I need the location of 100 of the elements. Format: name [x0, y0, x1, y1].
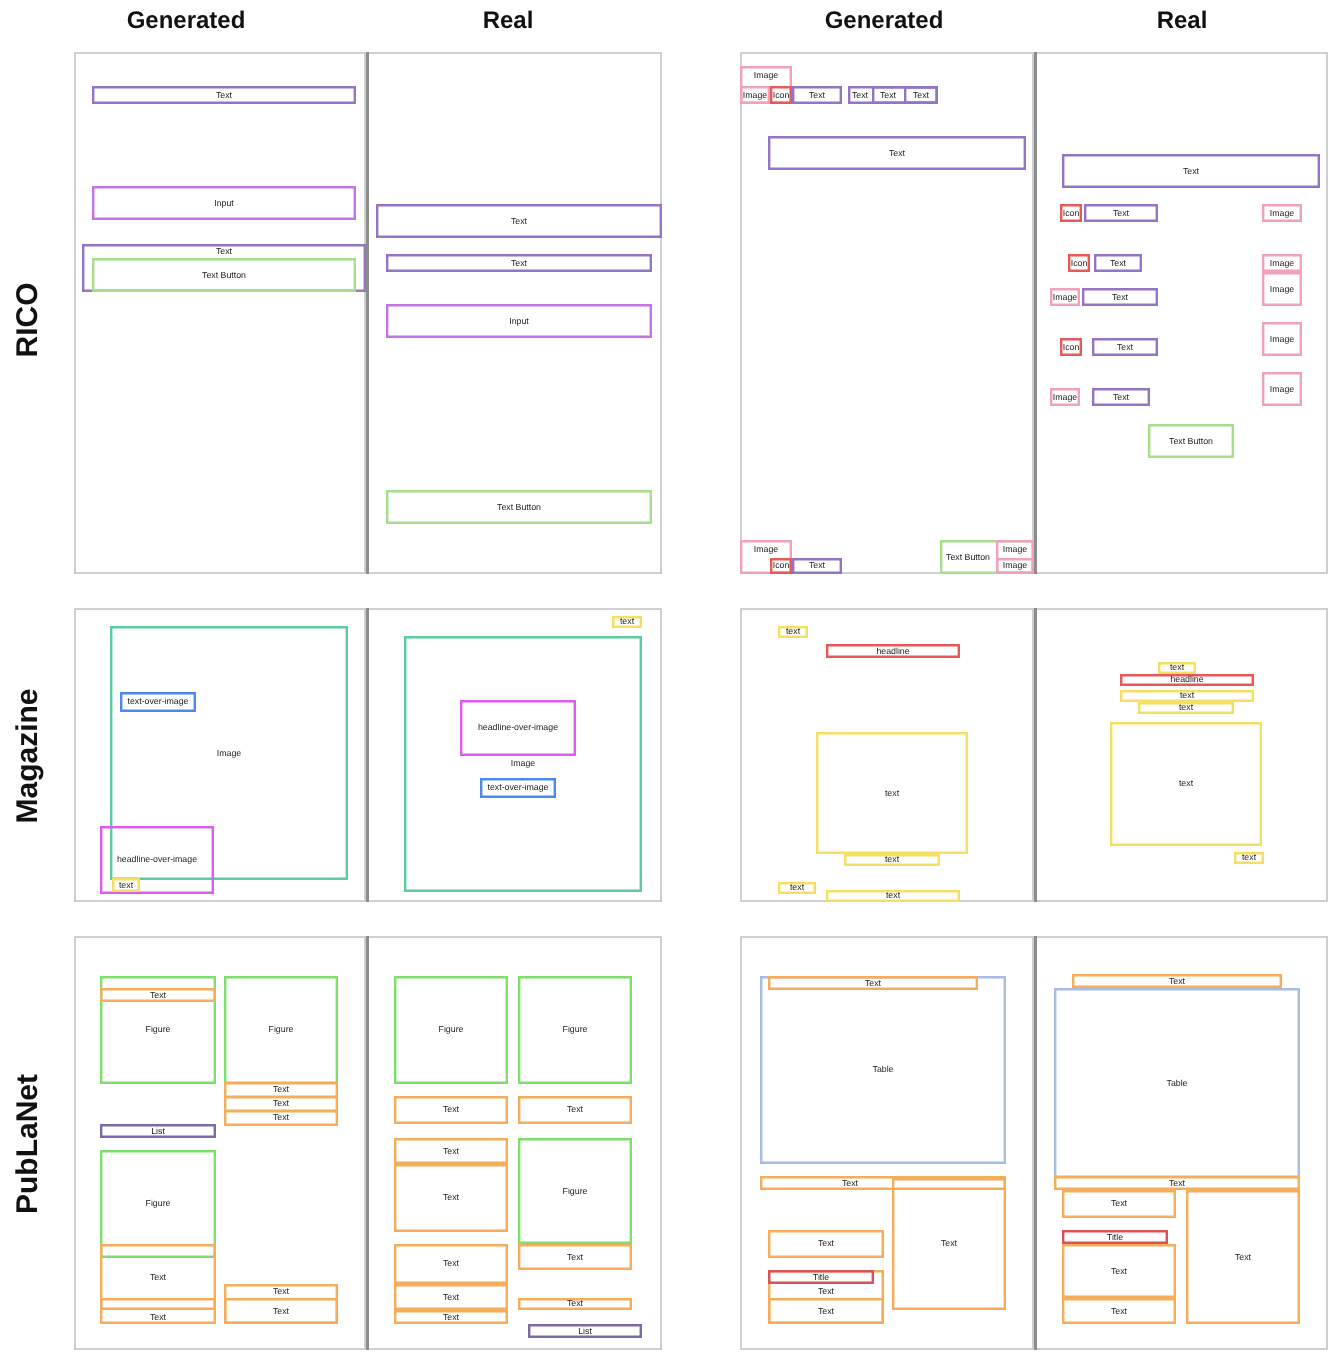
bounding-box — [768, 976, 978, 990]
bounding-box — [386, 254, 652, 272]
layout-panel — [1034, 608, 1328, 902]
bounding-box — [92, 258, 356, 292]
layout-panel — [366, 52, 662, 574]
bounding-box — [844, 854, 940, 866]
bounding-box — [110, 626, 348, 880]
bounding-box — [740, 66, 792, 104]
layout-panel — [740, 608, 1034, 902]
bounding-box — [770, 86, 792, 104]
bounding-box — [518, 1298, 632, 1310]
bounding-box — [1092, 338, 1158, 356]
column-header: Real — [482, 8, 534, 32]
layout-panel — [740, 936, 1034, 1350]
bounding-box — [996, 558, 1034, 574]
bounding-box — [1120, 674, 1254, 686]
layout-panel — [74, 608, 366, 902]
layout-panel — [1034, 52, 1328, 574]
bounding-box — [394, 976, 508, 1084]
bounding-box — [940, 540, 1034, 574]
bounding-box — [1138, 702, 1234, 714]
bounding-box — [1062, 1298, 1176, 1324]
row-label: PubLaNet — [13, 1074, 43, 1214]
bounding-box — [1262, 204, 1302, 222]
bounding-box — [1062, 1230, 1168, 1244]
bounding-box — [792, 86, 842, 104]
bounding-box — [768, 1230, 884, 1258]
bounding-box — [1262, 272, 1302, 306]
bounding-box — [100, 976, 216, 1084]
bounding-box — [528, 1324, 642, 1338]
bounding-box — [1110, 722, 1262, 846]
bounding-box — [518, 1096, 632, 1124]
bounding-box — [792, 558, 842, 574]
bounding-box — [120, 692, 196, 712]
bounding-box — [518, 976, 632, 1084]
bounding-box — [996, 540, 1034, 574]
bounding-box — [1050, 388, 1080, 406]
bounding-box — [612, 616, 642, 628]
bounding-box — [768, 136, 1026, 170]
bounding-box — [1148, 424, 1234, 458]
row-label: RICO — [13, 282, 43, 358]
bounding-box — [848, 86, 938, 104]
bounding-box — [100, 1244, 216, 1310]
bounding-box — [100, 826, 214, 894]
bounding-box — [768, 1298, 884, 1324]
bounding-box — [1050, 288, 1080, 306]
bounding-box — [460, 700, 576, 756]
bounding-box — [386, 304, 652, 338]
layout-panel — [366, 936, 662, 1350]
bounding-box — [1158, 662, 1196, 674]
bounding-box — [1234, 852, 1264, 864]
bounding-box — [394, 1284, 508, 1310]
bounding-box — [100, 1124, 216, 1138]
bounding-box — [224, 1110, 338, 1126]
bounding-box — [394, 1244, 508, 1284]
bounding-box — [892, 1178, 1006, 1310]
bounding-box — [760, 976, 1006, 1164]
bounding-box — [872, 86, 938, 104]
bounding-box — [768, 1270, 874, 1284]
bounding-box — [1094, 254, 1142, 272]
bounding-box — [224, 1096, 338, 1112]
bounding-box — [394, 1310, 508, 1324]
bounding-box — [1262, 254, 1302, 272]
bounding-box — [100, 1150, 216, 1258]
bounding-box — [112, 878, 140, 892]
bounding-box — [224, 1284, 338, 1324]
bounding-box — [394, 1164, 508, 1232]
bounding-box — [740, 86, 770, 104]
bounding-box — [1072, 974, 1282, 988]
bounding-box — [1092, 388, 1150, 406]
bounding-box — [778, 626, 808, 638]
layout-panel — [74, 52, 366, 574]
bounding-box — [1068, 254, 1090, 272]
row-label: Magazine — [13, 688, 43, 824]
bounding-box — [760, 1176, 1006, 1190]
bounding-box — [1062, 1244, 1176, 1298]
bounding-box — [404, 636, 642, 892]
bounding-box — [92, 186, 356, 220]
bounding-box — [1262, 372, 1302, 406]
bounding-box — [740, 540, 792, 574]
bounding-box — [768, 1270, 884, 1324]
bounding-box — [904, 86, 938, 104]
bounding-box — [394, 1138, 508, 1164]
bounding-box — [778, 882, 816, 894]
layout-panel — [74, 936, 366, 1350]
bounding-box — [1062, 1190, 1176, 1218]
layout-panel — [1034, 936, 1328, 1350]
bounding-box — [518, 1138, 632, 1244]
bounding-box — [224, 1298, 338, 1324]
bounding-box — [1060, 338, 1082, 356]
bounding-box — [826, 890, 960, 902]
bounding-box — [1262, 322, 1302, 356]
bounding-box — [100, 988, 216, 1002]
column-header: Generated — [824, 8, 944, 32]
bounding-box — [1186, 1190, 1300, 1324]
column-header: Generated — [126, 8, 246, 32]
bounding-box — [1054, 1176, 1300, 1190]
layout-panel — [740, 52, 1034, 574]
bounding-box — [386, 490, 652, 524]
bounding-box — [394, 1096, 508, 1124]
